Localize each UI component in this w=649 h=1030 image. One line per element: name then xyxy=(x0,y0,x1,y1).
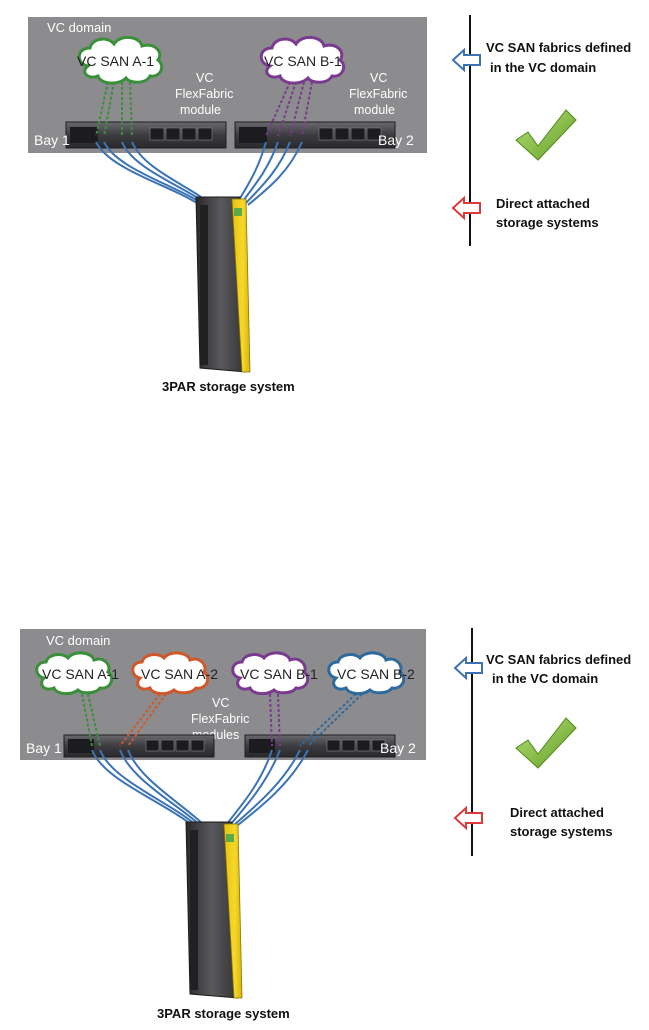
storage-caption: 3PAR storage system xyxy=(157,1006,290,1021)
storage-rack-icon xyxy=(195,196,251,373)
bay-2-label: Bay 2 xyxy=(378,132,414,148)
cloud-icon xyxy=(259,36,346,85)
bay-1-label: Bay 1 xyxy=(26,740,62,756)
storage-rack-icon xyxy=(185,821,243,999)
legend-bottom-line1: Direct attached xyxy=(510,805,604,820)
modules-line2: FlexFabric xyxy=(191,712,249,726)
san-b1-links xyxy=(269,693,281,747)
red-arrow-icon xyxy=(453,805,483,831)
vc-domain-label: VC domain xyxy=(47,20,111,35)
bay-2-label: Bay 2 xyxy=(380,740,416,756)
module-left-line2: FlexFabric xyxy=(175,87,233,101)
san-b1-links xyxy=(265,81,313,137)
module-left-line1: VC xyxy=(196,71,213,85)
blue-arrow-icon xyxy=(453,655,483,681)
storage-caption: 3PAR storage system xyxy=(162,379,295,394)
fibre-cables xyxy=(91,749,309,826)
cloud-icon xyxy=(327,651,406,696)
cloud-icon xyxy=(231,651,310,696)
check-icon xyxy=(515,717,577,769)
san-a1-label: VC SAN A-1 xyxy=(42,666,119,682)
san-b1-label: VC SAN B-1 xyxy=(264,53,342,69)
diagram-1: VC domain VC SAN A-1 VC SAN B-1 VC FlexF… xyxy=(28,15,631,394)
san-b2-label: VC SAN B-2 xyxy=(337,666,415,682)
module-right-line3: module xyxy=(354,103,395,117)
san-b1-label: VC SAN B-1 xyxy=(240,666,318,682)
switch-module-icon xyxy=(234,121,396,149)
module-right-line2: FlexFabric xyxy=(349,87,407,101)
san-a2-label: VC SAN A-2 xyxy=(141,666,218,682)
san-a1-links xyxy=(81,693,101,747)
cloud-icon xyxy=(35,651,114,696)
legend-bottom-line2: storage systems xyxy=(510,824,613,839)
diagram-2: VC domain VC SAN A-1 VC SAN A-2 VC SAN B… xyxy=(20,628,631,1021)
cloud-icon xyxy=(77,36,164,85)
san-a1-label: VC SAN A-1 xyxy=(77,53,154,69)
module-left-line3: module xyxy=(180,103,221,117)
switch-module-icon xyxy=(244,734,396,758)
modules-line1: VC xyxy=(212,696,229,710)
bay-1-label: Bay 1 xyxy=(34,132,70,148)
legend-top-line1: VC SAN fabrics defined xyxy=(486,40,631,55)
cloud-icon xyxy=(131,651,210,696)
module-right-line1: VC xyxy=(370,71,387,85)
check-icon xyxy=(515,109,577,161)
blue-arrow-icon xyxy=(451,47,481,73)
switch-module-icon xyxy=(63,734,215,758)
red-arrow-icon xyxy=(451,195,481,221)
vc-domain-label: VC domain xyxy=(46,633,110,648)
switch-module-icon xyxy=(65,121,227,149)
legend-top-line2: in the VC domain xyxy=(492,671,598,686)
san-b2-links xyxy=(299,693,363,747)
san-a2-links xyxy=(119,693,167,747)
legend-bottom-line1: Direct attached xyxy=(496,196,590,211)
legend-top-line1: VC SAN fabrics defined xyxy=(486,652,631,667)
legend-bottom-line2: storage systems xyxy=(496,215,599,230)
legend-top-line2: in the VC domain xyxy=(490,60,596,75)
san-a1-links xyxy=(95,81,133,137)
